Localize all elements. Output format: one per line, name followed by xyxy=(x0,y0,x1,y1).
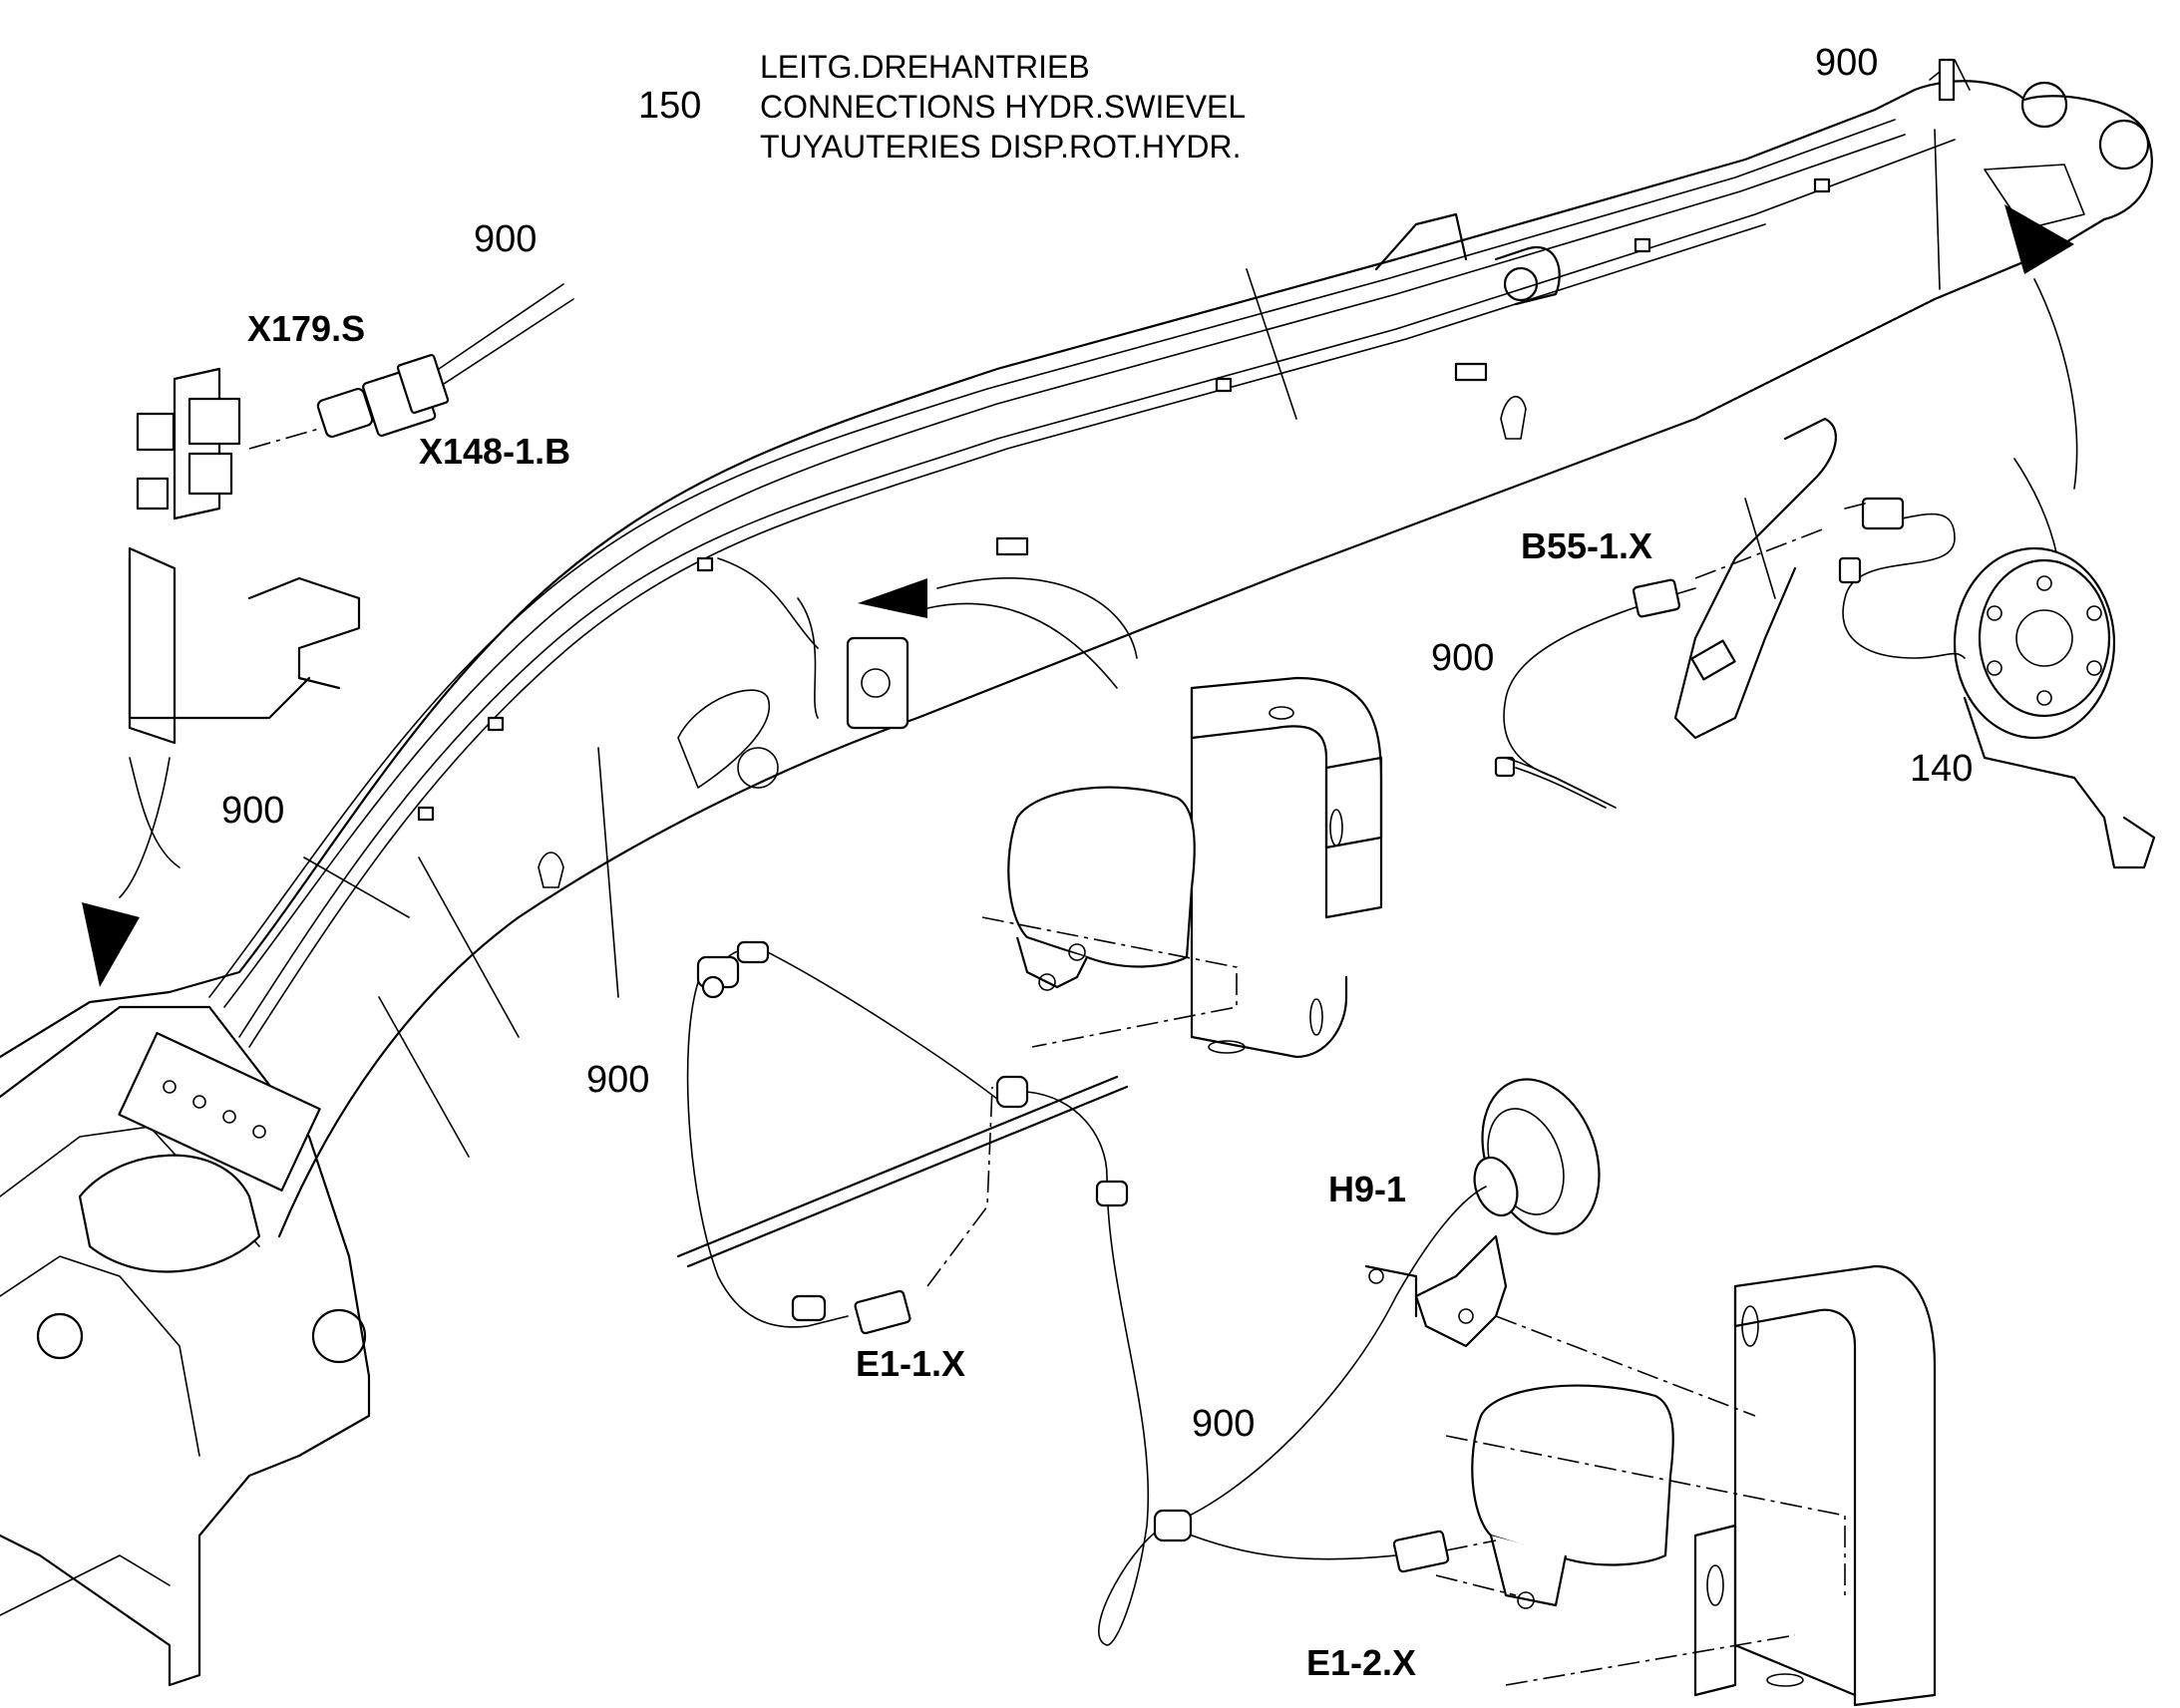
horn-icon xyxy=(1364,1078,1756,1417)
part-labels: 900 900 X179.S X148-1.B B55-1.X 900 140 … xyxy=(221,42,1973,1683)
header-title-en: CONNECTIONS HYDR.SWIEVEL xyxy=(760,89,1246,125)
rotary-sensor-icon xyxy=(1953,546,2156,869)
header-title-fr: TUYAUTERIES DISP.ROT.HYDR. xyxy=(760,129,1241,165)
diagram-header: 150 LEITG.DREHANTRIEB CONNECTIONS HYDR.S… xyxy=(638,49,1246,165)
header-number: 150 xyxy=(638,85,701,127)
label-140: 140 xyxy=(1910,748,1973,790)
callout-arrow-boom-icon xyxy=(858,576,1138,689)
label-900-top-right: 900 xyxy=(1815,42,1878,84)
connector-bracket-icon xyxy=(128,367,361,745)
wire-harness-icon xyxy=(676,940,1497,1646)
label-e1-1x: E1-1.X xyxy=(856,1343,965,1384)
sensor-lead-icon xyxy=(1505,757,1607,809)
label-900-top-left: 900 xyxy=(474,218,537,260)
work-light-upper-icon xyxy=(981,676,1383,1059)
excavator-boom-icon xyxy=(0,80,2153,1238)
callout-arrow-left-icon xyxy=(82,757,181,987)
sensor-bracket-icon xyxy=(1673,417,1837,740)
header-title-de: LEITG.DREHANTRIEB xyxy=(760,49,1090,85)
label-900-lower: 900 xyxy=(1192,1403,1255,1445)
label-900-boom: 900 xyxy=(221,790,284,832)
label-x179s: X179.S xyxy=(247,308,365,349)
sensor-cable-icon xyxy=(1494,497,1966,809)
label-b55-1x: B55-1.X xyxy=(1521,525,1652,566)
work-light-lower-icon xyxy=(1435,1264,1937,1707)
dashdot-leader-x179 xyxy=(248,428,320,450)
label-x148-1b: X148-1.B xyxy=(419,431,570,472)
label-900-lamp: 900 xyxy=(586,1059,649,1101)
label-e1-2x: E1-2.X xyxy=(1306,1642,1416,1683)
label-900-right: 900 xyxy=(1431,637,1494,679)
connector-x179-icon xyxy=(316,283,574,439)
leader-lines xyxy=(303,58,1971,918)
base-frame-icon xyxy=(0,1005,371,1687)
label-h9-1: H9-1 xyxy=(1328,1169,1406,1209)
